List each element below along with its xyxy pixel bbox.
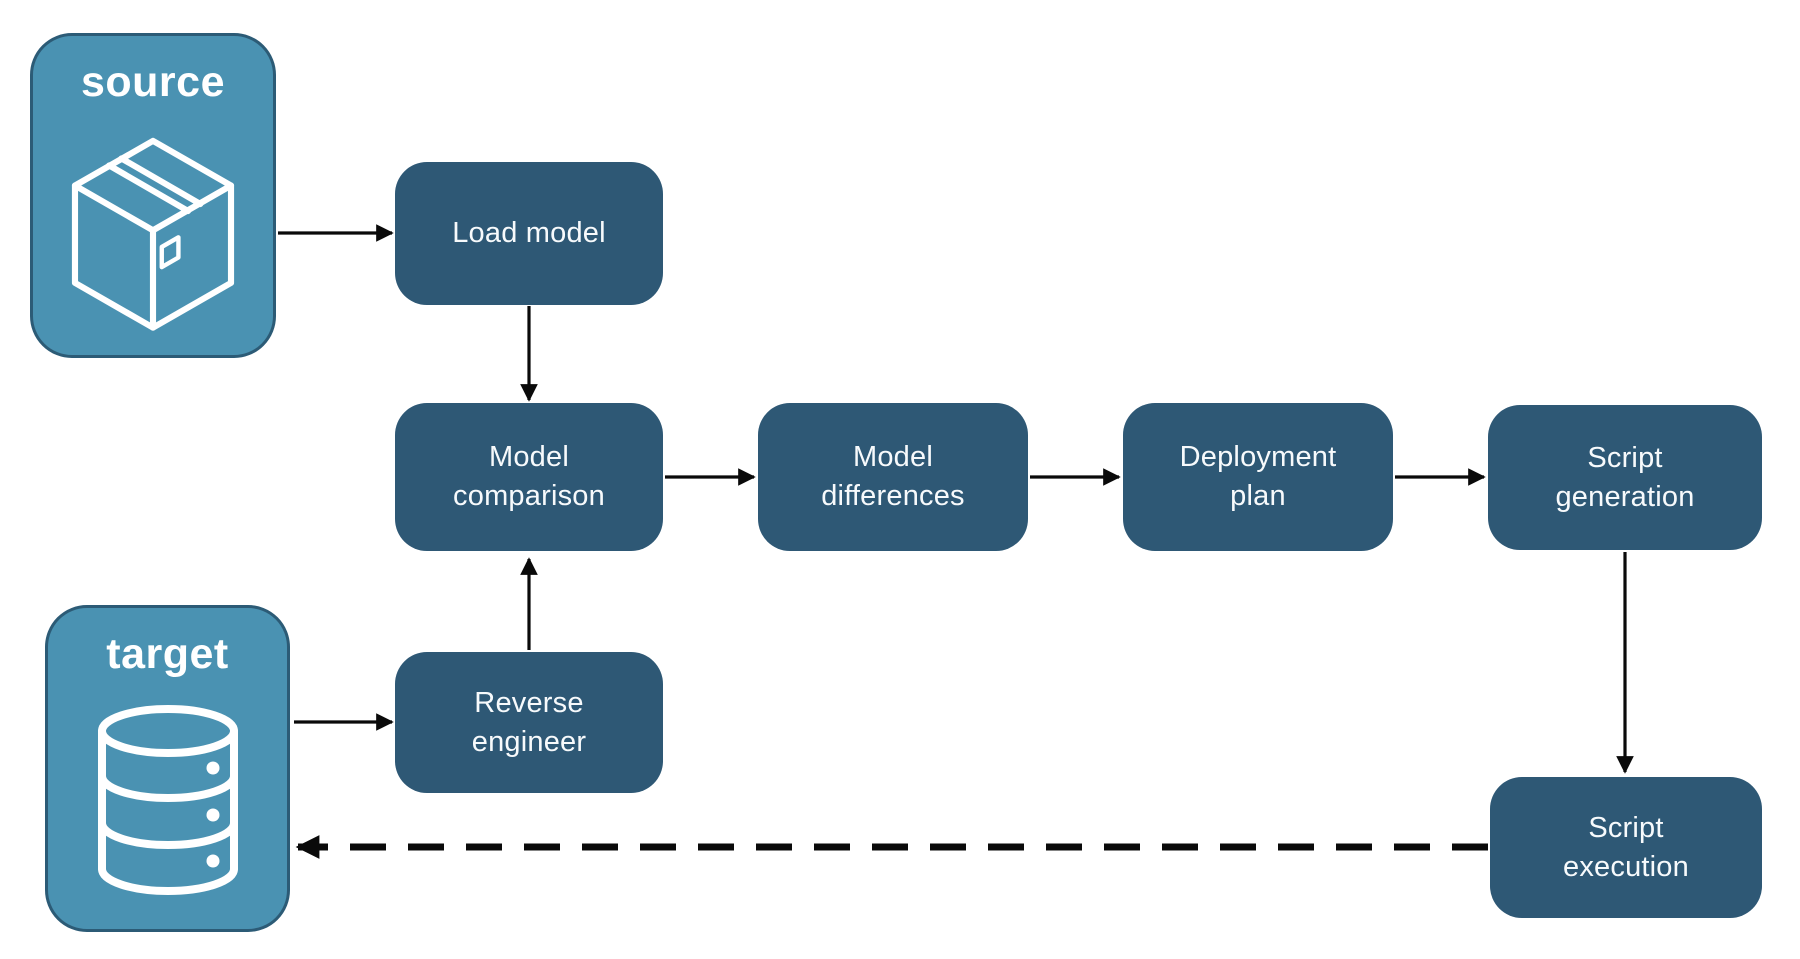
database-icon [97,705,238,895]
node-deployment-plan: Deployment plan [1123,403,1393,551]
node-script-generation: Script generation [1488,405,1762,550]
node-model-comparison: Model comparison [395,403,663,551]
node-load-model-label: Load model [452,217,606,249]
node-script-execution-label: Script execution [1563,811,1689,883]
node-load-model: Load model [395,162,663,305]
node-model-differences-label: Model differences [821,441,965,512]
node-deployment-plan-label: Deployment plan [1179,441,1337,512]
target-label: target [106,630,229,678]
node-source: source [30,33,276,358]
node-reverse-engineer: Reverse engineer [395,652,663,793]
package-icon [71,137,235,331]
source-label: source [80,58,225,106]
node-model-differences: Model differences [758,403,1028,551]
node-reverse-engineer-label: Reverse engineer [471,686,587,758]
node-script-generation-label: Script generation [1555,441,1695,513]
node-model-comparison-label: Model comparison [453,441,605,512]
node-script-execution: Script execution [1490,777,1762,918]
node-target: target [45,605,290,932]
